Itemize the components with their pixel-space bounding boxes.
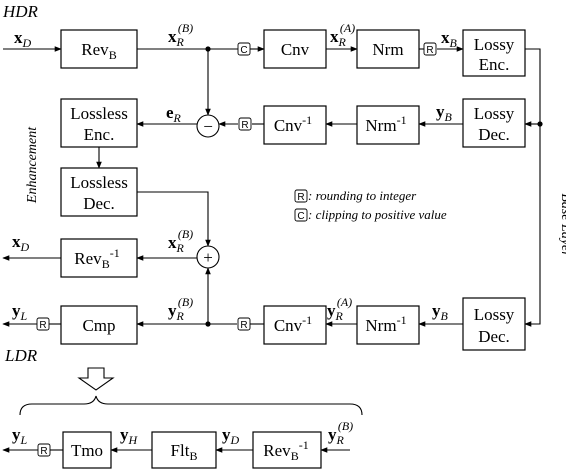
lossy-dec-2-block (462, 297, 526, 351)
round-badge-row5 (237, 317, 251, 331)
lossy-dec-2-label-2: Dec. (478, 327, 510, 346)
rev-b-inv-2-block (252, 431, 322, 469)
signal-yd: yD (222, 425, 240, 447)
signal-xrb: xR(B) (168, 21, 193, 49)
base-layer-rail (525, 48, 541, 325)
flt-b-label: FltB (171, 441, 198, 463)
lossless-dec-label-1: Lossless (70, 173, 128, 192)
round-badge-row5-text: R (240, 320, 247, 331)
round-badge-mid (238, 117, 252, 131)
lossy-dec-label-2: Dec. (478, 125, 510, 144)
legend-round-badge-text: R (297, 192, 304, 203)
cmp-block (60, 305, 138, 345)
signal-yrb-2: yR(B) (328, 419, 353, 447)
rev-b-inv-block (60, 238, 138, 278)
tmo-label: Tmo (71, 441, 103, 460)
cmp-label: Cmp (82, 316, 115, 335)
round-badge-cmp-text: R (39, 320, 46, 331)
nrm-inv-2-block (356, 305, 420, 345)
lossless-enc-label-2: Enc. (84, 125, 115, 144)
round-badge-bottom (37, 443, 51, 457)
legend-round-badge (294, 189, 308, 203)
cnv-label: Cnv (281, 40, 310, 59)
legend-clip-text: : clipping to positive value (308, 207, 447, 222)
nrm-inv-2-label: Nrm-1 (365, 313, 406, 335)
signal-xra: xR(A) (330, 21, 355, 49)
rev-b-inv-label: RevB-1 (74, 246, 119, 271)
signal-yb-2: yB (432, 301, 449, 323)
round-badge-top (423, 42, 437, 56)
signal-yb-1: yB (436, 102, 453, 124)
legend-clip-badge-text: C (297, 211, 304, 222)
rev-b-block (60, 29, 138, 69)
lossless-dec-block (60, 167, 138, 217)
subtract-sign: − (203, 117, 213, 136)
signal-er: eR (166, 103, 182, 125)
cnv-inv-2-block (263, 305, 327, 345)
signal-yh: yH (120, 425, 139, 447)
signal-yl-2: yL (12, 425, 28, 447)
rev-b-inv-2-label: RevB-1 (263, 438, 308, 463)
signal-xrb-2: xR(B) (168, 227, 193, 255)
clip-badge-top (237, 42, 251, 56)
expand-arrow-icon (77, 367, 115, 391)
round-badge-mid-text: R (241, 120, 248, 131)
nrm-inv-label: Nrm-1 (365, 113, 406, 135)
lossless-dec-label-2: Dec. (83, 194, 115, 213)
flt-b-block (151, 431, 217, 469)
enhancement-label: Enhancement (25, 126, 40, 204)
round-badge-bottom-text: R (40, 446, 47, 457)
lossy-enc-label-2: Enc. (479, 55, 510, 74)
cnv-inv-2-label: Cnv-1 (274, 313, 312, 335)
lossy-enc-block (462, 29, 526, 77)
add-sign: + (203, 248, 213, 267)
round-badge-cmp (36, 317, 50, 331)
cnv-inv-block (263, 105, 327, 145)
signal-xd-out: xD (12, 232, 30, 254)
lossless-enc-label-1: Lossless (70, 104, 128, 123)
signal-yra: yR(A) (327, 295, 352, 323)
legend-clip-badge (294, 208, 308, 222)
lossy-enc-label-1: Lossy (474, 35, 515, 54)
signal-xb: xB (441, 28, 458, 50)
signal-yrb: yR(B) (168, 295, 193, 323)
cnv-block (263, 29, 327, 69)
signal-xd-in: xD (14, 28, 32, 50)
tmo-block (62, 431, 112, 469)
rev-b-label: RevB (81, 40, 116, 62)
expansion-brace (19, 395, 363, 416)
lossy-dec-block (462, 98, 526, 148)
legend-round-text: : rounding to integer (308, 188, 417, 203)
cnv-inv-label: Cnv-1 (274, 113, 312, 135)
lossy-dec-label-1: Lossy (474, 104, 515, 123)
lossy-dec-2-label-1: Lossy (474, 305, 515, 324)
nrm-label: Nrm (372, 40, 403, 59)
hdr-label: HDR (2, 2, 39, 21)
base-layer-label: Base Layer (558, 193, 566, 257)
arrow-lossless-dec-to-add (137, 191, 211, 247)
round-badge-top-text: R (426, 45, 433, 56)
signal-yl: yL (12, 301, 28, 323)
clip-badge-top-text: C (240, 45, 247, 56)
ldr-label: LDR (4, 346, 38, 365)
